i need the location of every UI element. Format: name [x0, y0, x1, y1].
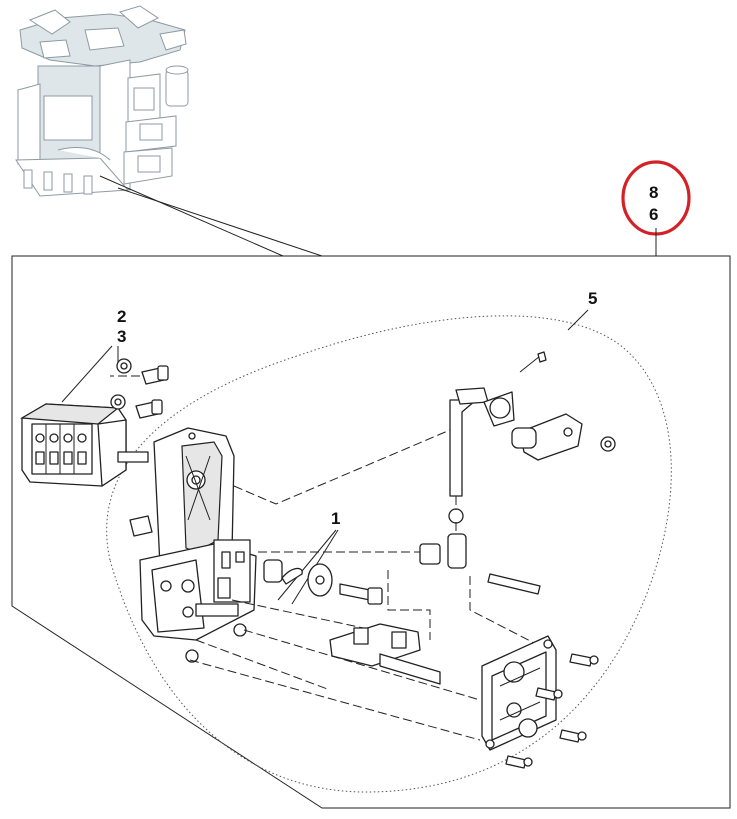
- switch-fasteners: [110, 358, 169, 419]
- callout-8: 8: [649, 183, 658, 202]
- callout-6: 6: [649, 205, 658, 224]
- pin-and-bolt: [263, 559, 383, 605]
- callout-5: 5: [588, 289, 597, 308]
- callout-1: 1: [331, 509, 340, 528]
- mounting-plate: [481, 635, 599, 769]
- kit-outline-dotted: [106, 315, 672, 793]
- callout-2: 2: [117, 307, 126, 326]
- callout-3: 3: [117, 327, 126, 346]
- machine-context-sketch: [15, 5, 189, 197]
- assembly-dashed-lines: [189, 429, 541, 741]
- rotary-switch: [20, 403, 149, 487]
- shaft-assembly: [419, 351, 616, 595]
- detail-frame: [11, 255, 731, 809]
- main-bracket: [129, 427, 257, 663]
- detail-leader-lines: [99, 175, 323, 257]
- slider-block: [329, 623, 441, 685]
